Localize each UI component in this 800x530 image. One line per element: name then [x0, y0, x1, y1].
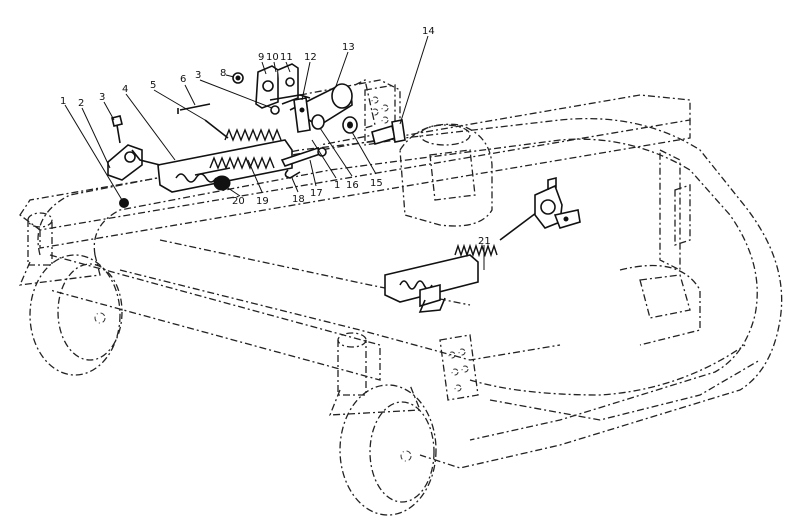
callout-6: 6 [180, 74, 186, 85]
leader-lines [64, 35, 485, 270]
callout-19: 19 [256, 196, 269, 207]
lift-lever-plate [131, 139, 293, 193]
left-caster-wheel [18, 212, 123, 376]
extension-spring-lower [209, 156, 275, 170]
clevis-pin [177, 103, 211, 114]
callout-15: 15 [370, 178, 383, 189]
callout-20: 20 [232, 196, 245, 207]
bolt [111, 115, 123, 144]
callout-3b: 3 [195, 70, 201, 81]
callout-18: 18 [292, 194, 305, 205]
callout-16: 16 [346, 180, 359, 191]
callout-labels: 1 2 3 4 5 6 3 8 9 10 11 12 13 14 15 16 1… [60, 26, 491, 247]
right-caster-wheel [329, 332, 437, 516]
roller [213, 175, 231, 191]
nut [232, 72, 244, 84]
mower-deck-outline [37, 117, 783, 469]
callout-2: 2 [78, 98, 84, 109]
callout-3: 3 [99, 92, 105, 103]
hair-pin-clip [284, 169, 301, 179]
callout-1b: 1 [334, 180, 340, 191]
lock-nut [119, 198, 129, 208]
callout-1: 1 [60, 96, 66, 107]
callout-12: 12 [304, 52, 317, 63]
bushing [342, 116, 358, 134]
callout-14: 14 [422, 26, 435, 37]
shoulder-bolt [371, 119, 406, 146]
callout-8: 8 [220, 68, 226, 79]
callout-21: 21 [478, 236, 491, 247]
collar [311, 114, 325, 130]
callout-10: 10 [266, 52, 279, 63]
callout-17: 17 [310, 188, 323, 199]
callout-11: 11 [280, 52, 293, 63]
extension-spring-upper [204, 119, 282, 142]
pivot-bracket [107, 144, 143, 181]
callout-13: 13 [342, 42, 355, 53]
link-plate [293, 97, 311, 133]
callout-9: 9 [258, 52, 264, 63]
washer [270, 105, 280, 115]
height-adjust-assembly [384, 176, 581, 313]
callout-4: 4 [122, 84, 128, 95]
hinge-bracket-set [255, 63, 311, 109]
callout-5: 5 [150, 80, 156, 91]
